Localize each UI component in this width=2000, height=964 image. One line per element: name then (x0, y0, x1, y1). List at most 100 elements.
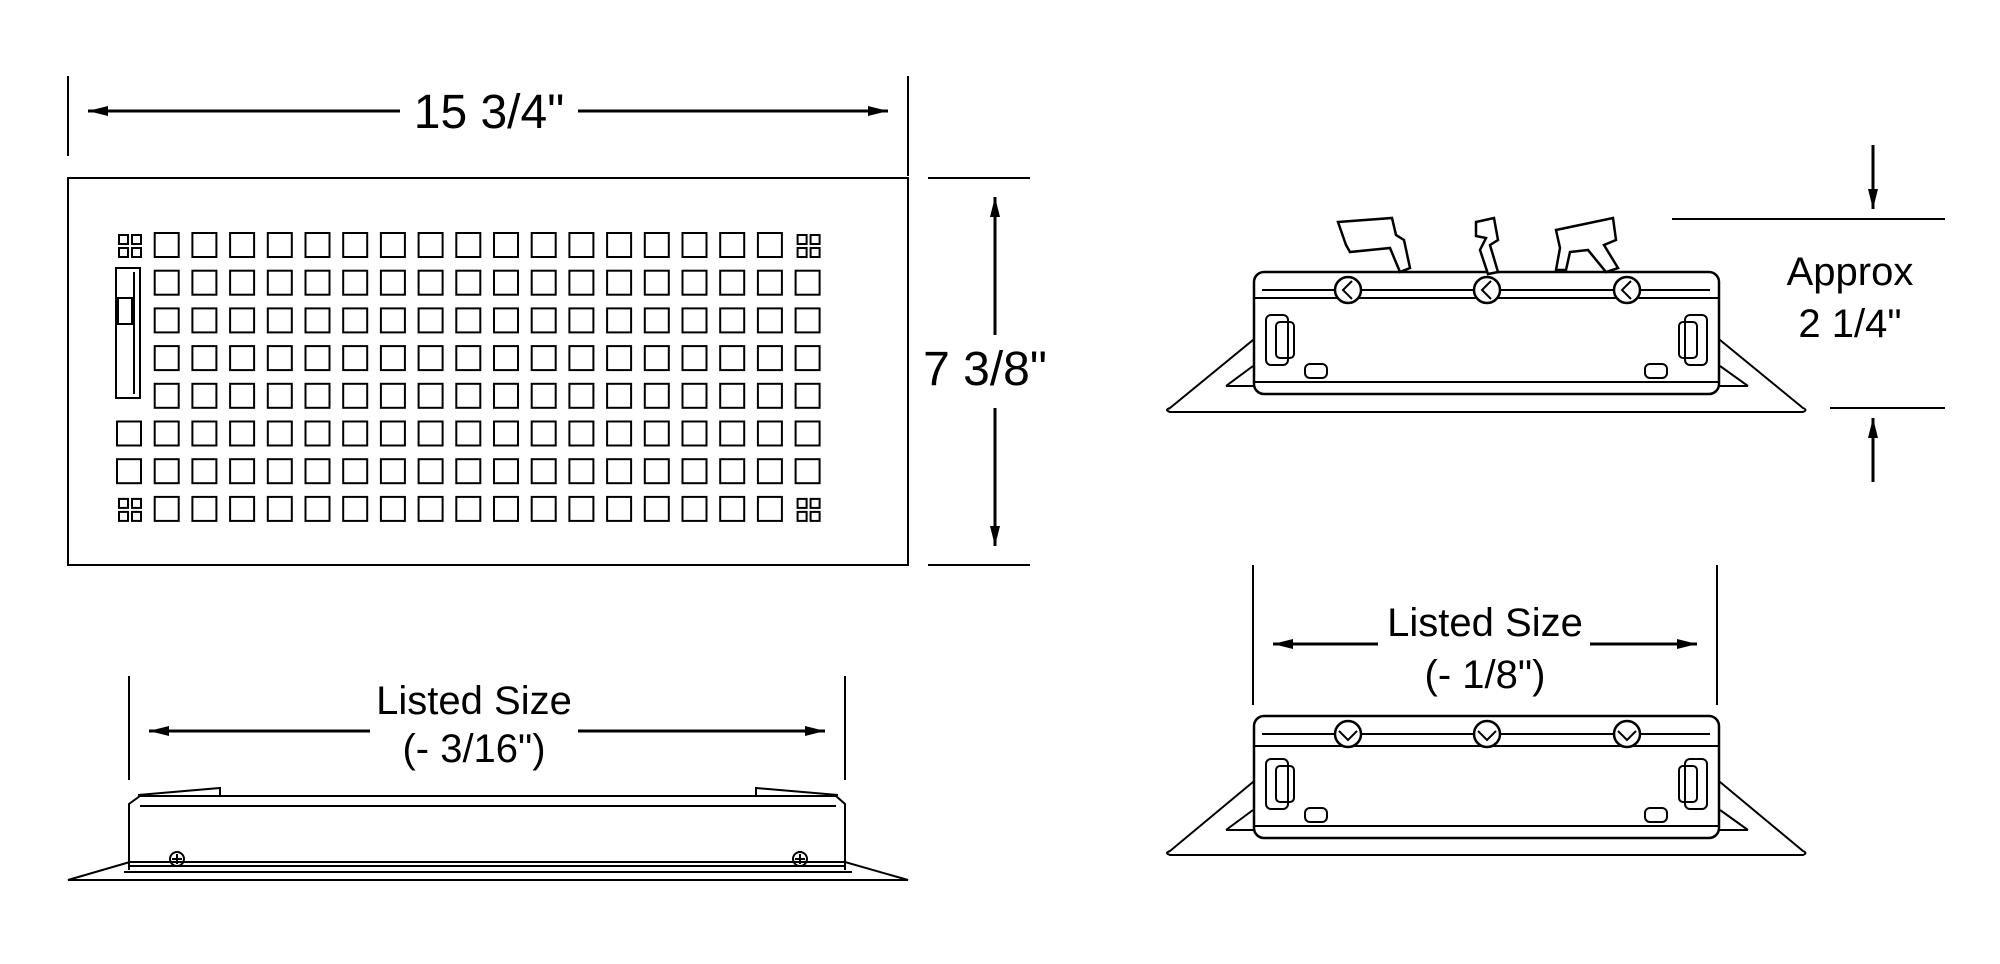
grille-mini-opening (796, 234, 808, 245)
grille-opening (342, 307, 369, 334)
grille-mini-opening (796, 510, 808, 522)
grille-opening (493, 495, 519, 522)
grille-opening (530, 307, 557, 334)
grille-opening (191, 495, 218, 522)
grille-opening (794, 458, 821, 485)
grille-opening (266, 345, 293, 372)
grille-opening (681, 458, 708, 485)
grille-opening (153, 345, 180, 372)
grille-opening (493, 232, 519, 258)
grille-mini-opening (809, 510, 821, 522)
grille-opening (229, 345, 256, 372)
grille-opening (455, 232, 482, 258)
side-listed-size-tolerance: (- 3/16") (402, 727, 545, 771)
register-face (67, 177, 909, 566)
grille-opening (191, 307, 218, 334)
grille-opening (756, 458, 783, 485)
grille-opening (229, 269, 256, 296)
grille-opening (455, 307, 482, 334)
mounting-clip (1265, 314, 1289, 366)
pivot-icon (1472, 719, 1502, 749)
grille-opening (116, 458, 142, 485)
damper-tab (1474, 216, 1500, 276)
grille-opening (606, 269, 633, 296)
width-label: 15 3/4" (414, 86, 565, 139)
end-view-bottom: Listed Size (- 1/8") (1166, 565, 1807, 856)
grille-opening (643, 495, 670, 522)
grille-opening (606, 382, 633, 409)
grille-opening (304, 495, 331, 522)
grille-mini-opening (796, 497, 808, 509)
grille-opening (719, 269, 746, 296)
grille-opening (794, 420, 821, 447)
grille-opening (530, 420, 557, 447)
grille-opening (455, 269, 482, 296)
grille-opening (681, 382, 708, 409)
grille-openings (116, 232, 821, 522)
end-view-top: Approx 2 1/4" (1166, 145, 1945, 482)
grille-opening (568, 269, 595, 296)
grille-opening (530, 345, 557, 372)
grille-opening (342, 458, 369, 485)
grille-opening (681, 345, 708, 372)
grille-opening (455, 420, 482, 447)
grille-opening (417, 458, 444, 485)
grille-opening (304, 458, 331, 485)
grille-mini-opening (118, 247, 129, 258)
grille-opening (417, 307, 444, 334)
grille-mini-opening (131, 247, 142, 258)
grille-opening (266, 458, 293, 485)
depth-label-line1: Approx (1787, 250, 1914, 294)
grille-opening (342, 420, 369, 447)
grille-opening (304, 307, 331, 334)
grille-opening (568, 495, 595, 522)
grille-mini-opening (118, 497, 129, 509)
grille-opening (681, 420, 708, 447)
grille-opening (153, 307, 180, 334)
grille-opening (229, 495, 256, 522)
grille-opening (643, 345, 670, 372)
grille-opening (756, 345, 783, 372)
grille-opening (116, 420, 142, 447)
grille-opening (379, 345, 406, 372)
grille-opening (643, 382, 670, 409)
front-view: 15 3/4" 7 3/8" (67, 76, 1047, 566)
grille-opening (342, 232, 369, 258)
grille-opening (568, 232, 595, 258)
grille-mini-opening (131, 234, 142, 245)
grille-opening (379, 232, 406, 258)
damper-lever (115, 267, 141, 399)
grille-opening (493, 458, 519, 485)
grille-opening (756, 269, 783, 296)
end-listed-size-label: Listed Size (1387, 601, 1583, 645)
grille-opening (229, 232, 256, 258)
grille-mini-opening (131, 510, 142, 522)
grille-opening (229, 458, 256, 485)
mounting-slot (1644, 363, 1668, 379)
grille-opening (153, 232, 180, 258)
side-listed-size-label: Listed Size (376, 679, 572, 723)
grille-opening (681, 232, 708, 258)
grille-opening (379, 495, 406, 522)
grille-opening (266, 307, 293, 334)
grille-opening (756, 420, 783, 447)
grille-opening (606, 232, 633, 258)
grille-opening (417, 420, 444, 447)
grille-opening (266, 232, 293, 258)
grille-opening (493, 345, 519, 372)
mounting-slot (1304, 363, 1328, 379)
grille-opening (719, 458, 746, 485)
grille-opening (379, 382, 406, 409)
grille-opening (266, 382, 293, 409)
side-body (128, 795, 846, 870)
grille-mini-opening (809, 247, 821, 258)
damper-tab (1554, 216, 1620, 274)
end-top-flange (1166, 339, 1807, 413)
grille-opening (606, 420, 633, 447)
grille-mini-opening (118, 234, 129, 245)
grille-opening (568, 307, 595, 334)
grille-opening (719, 420, 746, 447)
grille-opening (756, 232, 783, 258)
end-bottom-flange (1166, 781, 1807, 856)
grille-opening (153, 269, 180, 296)
